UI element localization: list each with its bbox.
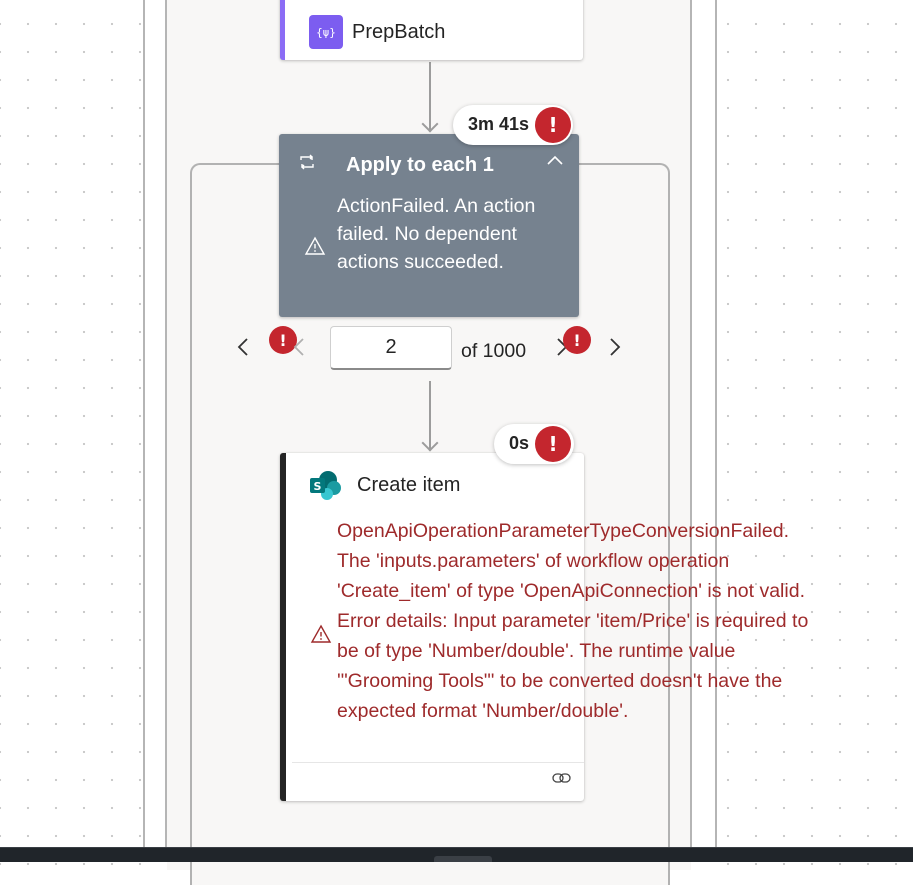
apply-to-each-title: Apply to each 1 [346, 154, 494, 176]
error-icon: ! [535, 426, 571, 462]
warning-icon [310, 624, 332, 649]
taskbar-tab[interactable] [434, 856, 492, 862]
error-icon: ! [535, 107, 571, 143]
next-failed-error-icon: ! [563, 326, 591, 354]
iteration-number-input[interactable] [330, 326, 452, 370]
create-item-card[interactable]: S Create item [280, 453, 584, 801]
compose-icon: {ψ} [309, 15, 343, 49]
svg-text:S: S [314, 480, 322, 493]
prep-batch-card[interactable]: {ψ} PrepBatch [280, 0, 583, 60]
taskbar [0, 847, 913, 862]
create-item-duration-badge: 0s ! [494, 424, 574, 464]
warning-icon [304, 236, 326, 261]
first-failed-iteration-button[interactable] [237, 336, 249, 364]
sharepoint-icon: S [310, 470, 342, 500]
prep-batch-title: PrepBatch [352, 21, 446, 43]
prev-failed-error-icon: ! [269, 326, 297, 354]
next-failed-iteration-button[interactable] [609, 336, 621, 364]
inner-scope-border-right [690, 0, 692, 860]
chevron-up-icon[interactable] [546, 150, 564, 171]
connector-line [429, 62, 431, 130]
duration-label: 0s [509, 433, 530, 453]
loop-icon [298, 154, 316, 175]
outer-scope-border-right [715, 0, 717, 860]
outer-scope-border-left [143, 0, 145, 860]
previous-iteration-button[interactable] [293, 336, 305, 364]
apply-to-each-duration-badge: 3m 41s ! [453, 105, 573, 145]
inner-scope-border-left [165, 0, 167, 860]
duration-label: 3m 41s [468, 114, 530, 134]
connector-line [429, 381, 431, 449]
apply-to-each-error-message: ActionFailed. An action failed. No depen… [337, 195, 536, 273]
create-item-title: Create item [357, 474, 461, 496]
card-divider [292, 762, 584, 763]
link-icon[interactable] [552, 771, 572, 790]
apply-to-each-card[interactable]: Apply to each 1 ActionFailed. An action … [279, 134, 579, 317]
create-item-error-message: OpenApiOperationParameterTypeConversionF… [337, 520, 809, 722]
iteration-total-label: of 1000 [461, 340, 527, 362]
